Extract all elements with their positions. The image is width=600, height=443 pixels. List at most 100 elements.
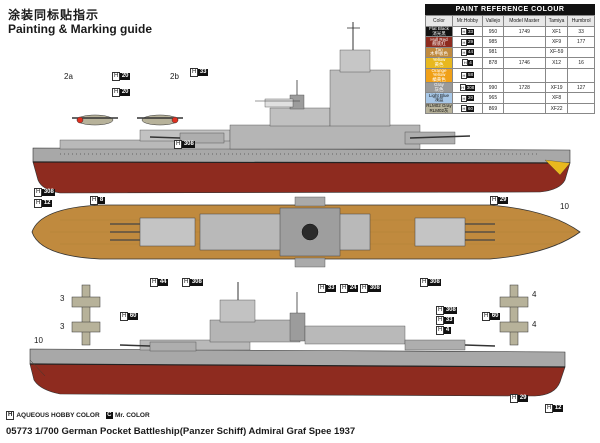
label-3b: 3	[60, 322, 65, 331]
tamiya-cell: XF22	[544, 102, 569, 115]
aircraft-3	[71, 284, 101, 346]
mm-cell	[502, 67, 546, 84]
mm-cell	[502, 46, 546, 59]
col-modelmaster: Model Master	[502, 15, 546, 27]
tamiya-cell: XF8	[544, 92, 569, 104]
mm-cell	[502, 36, 546, 48]
side-profile-bottom	[29, 282, 566, 397]
vallejo-cell: 981	[481, 46, 504, 59]
label-4a: 4	[532, 290, 537, 299]
label-10-bottom: 10	[34, 336, 43, 345]
tamiya-cell: X12	[544, 57, 569, 69]
label-2b: 2b	[170, 72, 179, 81]
humbrol-cell: 127	[567, 82, 595, 94]
legend-aqueous: H AQUEOUS HOBBY COLOR	[6, 411, 100, 420]
paint-table-caption: PAINT REFERENCE COLOUR	[425, 4, 595, 15]
label-4b: 4	[532, 320, 537, 329]
side-profile-top	[32, 22, 571, 194]
humbrol-cell: 33	[567, 25, 595, 38]
aircraft-2b	[137, 114, 183, 126]
label-10-top: 10	[560, 202, 569, 211]
title-english: Painting & Marking guide	[8, 22, 153, 36]
vallejo-cell: 965	[481, 92, 504, 104]
vallejo-cell: 878	[481, 57, 504, 69]
col-vallejo: Vallejo	[481, 15, 504, 27]
vallejo-cell: 990	[481, 82, 504, 94]
mm-cell: 1749	[502, 25, 546, 38]
humbrol-cell: 177	[567, 36, 595, 48]
label-2a: 2a	[64, 72, 73, 81]
vallejo-cell	[481, 67, 504, 84]
mm-cell	[502, 102, 546, 115]
vallejo-cell: 985	[481, 36, 504, 48]
top-view	[31, 196, 581, 268]
humbrol-cell	[567, 46, 595, 59]
aircraft-2a	[72, 114, 118, 126]
humbrol-cell	[567, 92, 595, 104]
mm-cell	[502, 92, 546, 104]
col-color: Color	[425, 15, 453, 27]
humbrol-cell	[567, 67, 595, 84]
paint-reference-table: PAINT REFERENCE COLOUR Color Mr.Hobby Va…	[425, 4, 595, 115]
tamiya-cell: XF1	[544, 25, 569, 38]
tamiya-cell: XF9	[544, 36, 569, 48]
title-chinese: 涂装同标贴指示	[8, 8, 100, 22]
mm-cell: 1728	[502, 82, 546, 94]
vallejo-cell: 950	[481, 25, 504, 38]
vallejo-cell: 869	[481, 102, 504, 115]
aircraft-4	[499, 284, 529, 346]
tamiya-cell: XF19	[544, 82, 569, 94]
legend: H AQUEOUS HOBBY COLOR C Mr. COLOR	[6, 411, 150, 420]
tamiya-cell	[544, 67, 569, 84]
col-mrhobby: Mr.Hobby	[452, 15, 483, 27]
kit-title-footer: 05773 1/700 German Pocket Battleship(Pan…	[6, 426, 356, 437]
col-tamiya: Tamiya	[544, 15, 569, 27]
tamiya-cell: XF-59	[544, 46, 569, 59]
